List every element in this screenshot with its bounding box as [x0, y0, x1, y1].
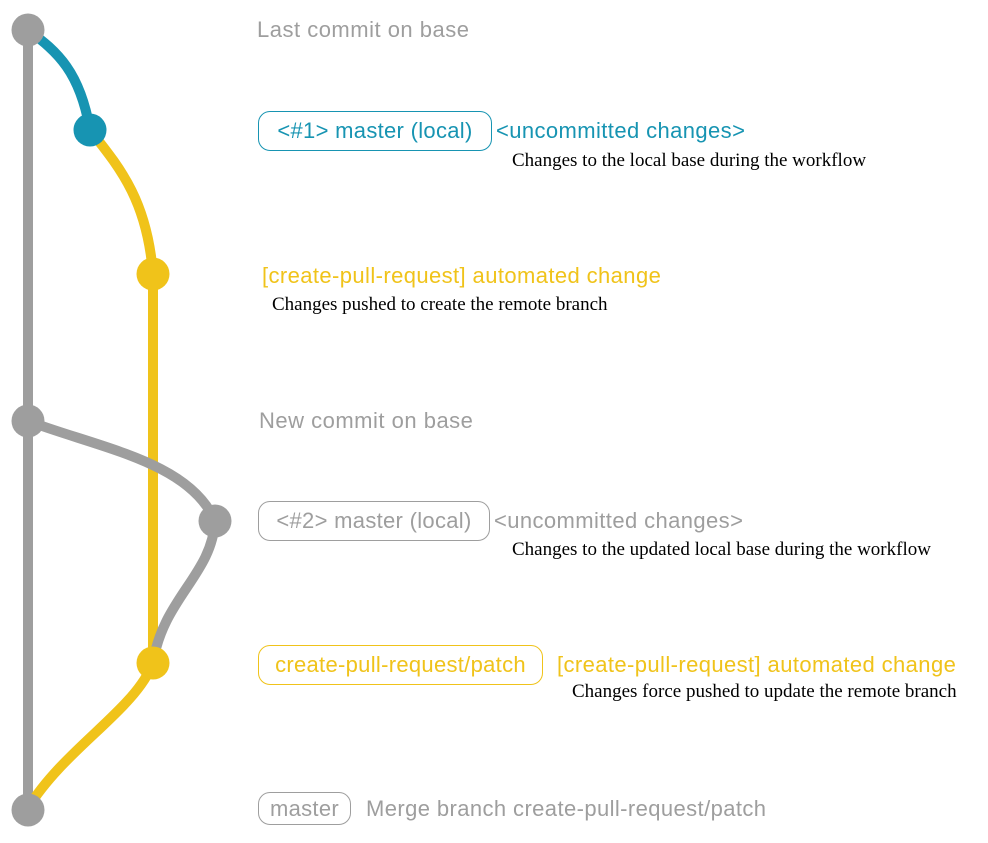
branch-pill-create-pull-request-patch: create-pull-request/patch [258, 645, 543, 685]
row-cpr-patch: create-pull-request/patch [create-pull-r… [258, 645, 956, 685]
row-master-local-1: <#1> master (local) <uncommitted changes… [258, 111, 745, 151]
caption-automated-change-2: Changes force pushed to update the remot… [572, 681, 957, 702]
updated-local-branch-curve-out [26, 416, 220, 524]
pr-branch-merge-curve [23, 661, 158, 811]
branch-pill-master: master [258, 792, 351, 825]
pr-branch-curve-top [86, 126, 158, 275]
row-automated-change-1: [create-pull-request] automated change [262, 263, 661, 289]
caption-automated-change-1: Changes pushed to create the remote bran… [272, 294, 608, 315]
row-master-local-2: <#2> master (local) <uncommitted changes… [258, 501, 743, 541]
note-last-commit-on-base: Last commit on base [257, 17, 470, 42]
branch-pill-master-local-2: <#2> master (local) [258, 501, 490, 541]
updated-local-branch-curve-in [148, 520, 220, 664]
commit-heading-automated-change-2: [create-pull-request] automated change [557, 652, 957, 677]
commit-heading-uncommitted-changes-1: <uncommitted changes> [496, 118, 746, 143]
commit-dot-automated-change-1 [136, 257, 170, 291]
local-change-branch-curve [25, 25, 95, 131]
commit-heading-merge: Merge branch create-pull-request/patch [366, 795, 767, 821]
note-new-commit-on-base: New commit on base [259, 408, 474, 433]
commit-dot-last-commit-on-base [11, 13, 45, 47]
commit-dot-uncommitted-changes-1 [73, 113, 107, 147]
commit-dot-merge-commit [11, 793, 45, 827]
git-graph [11, 13, 232, 827]
commit-heading-uncommitted-changes-2: <uncommitted changes> [494, 508, 744, 533]
row-merge-commit: master Merge branch create-pull-request/… [258, 792, 766, 825]
caption-uncommitted-changes-1: Changes to the local base during the wor… [512, 150, 867, 171]
commit-dot-new-commit-on-base [11, 404, 45, 438]
branch-pill-master-local-1: <#1> master (local) [258, 111, 492, 151]
commit-dot-automated-change-2 [136, 646, 170, 680]
commit-heading-automated-change-1: [create-pull-request] automated change [262, 263, 662, 288]
commit-dot-uncommitted-changes-2 [198, 504, 232, 538]
caption-uncommitted-changes-2: Changes to the updated local base during… [512, 539, 931, 560]
